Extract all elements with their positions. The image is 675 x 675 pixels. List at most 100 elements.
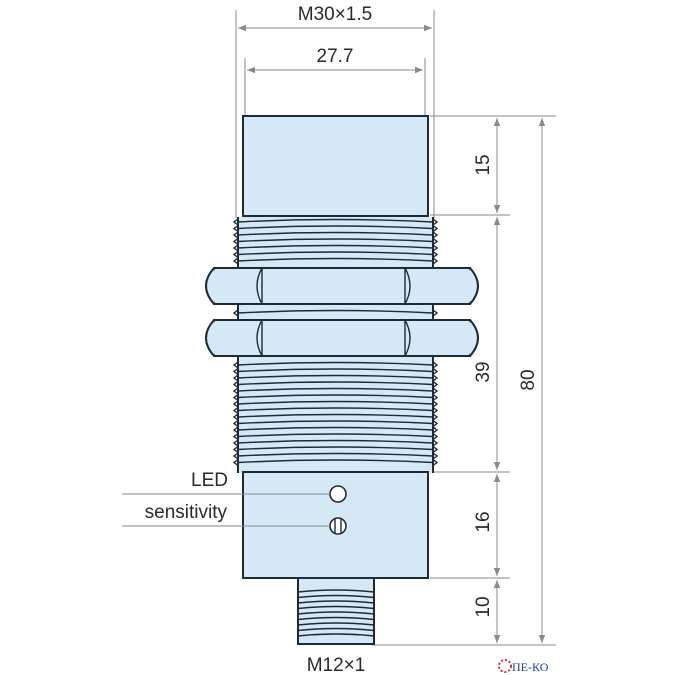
sensitivity-potentiometer: [329, 517, 347, 535]
thread-ridge: [237, 394, 434, 399]
callouts: LED sensitivity M12×1: [122, 470, 365, 675]
thread-lines: [232, 218, 439, 467]
connector-thread-ridge: [297, 611, 375, 615]
thread-tooth: [232, 257, 239, 265]
connector-thread-ridge: [297, 622, 375, 626]
thread-tooth: [232, 439, 239, 447]
thread-ridge: [237, 238, 434, 243]
thread-tooth: [232, 218, 239, 226]
thread-ridge: [237, 257, 434, 262]
thread-ridge: [237, 433, 434, 438]
thread-tooth: [232, 458, 239, 467]
thread-tooth: [432, 224, 439, 233]
thread-tooth: [432, 250, 439, 259]
led-label: LED: [191, 470, 228, 491]
head-length-label: 15: [473, 154, 494, 175]
thread-ridge: [237, 368, 434, 373]
thread-tooth: [232, 374, 239, 382]
thread-tooth: [432, 244, 439, 252]
thread-tooth: [432, 361, 439, 369]
logo-text: ПЕ-КО: [512, 660, 549, 674]
thread-tooth: [232, 393, 239, 402]
thread-ridge: [237, 374, 434, 379]
thread-ridge: [237, 400, 434, 405]
rear-length-label: 16: [473, 511, 494, 532]
connector-thread-ridge: [297, 589, 375, 593]
thread-tooth: [232, 445, 239, 454]
connector-thread-ridge: [297, 594, 375, 599]
connector-thread-ridge: [297, 605, 375, 610]
thread-ridge: [237, 426, 434, 431]
thread-tooth: [232, 361, 239, 369]
thread-ridge: [237, 446, 434, 451]
thread-ridge: [237, 218, 434, 223]
thread-ridge: [237, 452, 434, 457]
body-width-label: 27.7: [317, 46, 354, 67]
thread-tooth: [232, 309, 239, 317]
total-length-label: 80: [518, 369, 539, 390]
thread-ridge: [237, 225, 434, 230]
thread-tooth: [232, 426, 239, 434]
thread-tooth: [432, 439, 439, 447]
thread-ridge: [237, 420, 434, 425]
brand-logo: ПЕ-КО: [498, 659, 549, 674]
thread-ridge: [237, 413, 434, 418]
thread-tooth: [232, 231, 239, 239]
connector-thread-ridge: [297, 627, 375, 632]
m12-connector: [297, 577, 375, 645]
thread-tooth: [432, 393, 439, 402]
lock-nut-lower: [205, 319, 479, 357]
thread-tooth: [232, 380, 239, 389]
thread-tooth: [232, 224, 239, 233]
connector-length-label: 10: [473, 596, 494, 617]
gear-icon: [498, 659, 512, 673]
thread-tooth: [432, 257, 439, 265]
connector-thread-ridge: [297, 600, 375, 604]
thread-tooth: [432, 419, 439, 428]
thread-ridge: [237, 231, 434, 236]
thread-ridge: [237, 309, 434, 314]
thread-tooth: [232, 400, 239, 408]
thread-tooth: [432, 309, 439, 317]
thread-tooth: [432, 432, 439, 441]
thread-tooth: [432, 367, 439, 376]
thread-tooth: [432, 452, 439, 460]
connector-thread-label: M12×1: [307, 655, 366, 675]
thread-tooth: [232, 419, 239, 428]
thread-tooth: [432, 413, 439, 421]
thread-tooth: [432, 380, 439, 389]
thread-ridge: [237, 361, 434, 366]
right-dimensions: 15 39 16 10 80: [372, 115, 556, 646]
thread-tooth: [232, 413, 239, 421]
thread-tooth: [432, 406, 439, 415]
thread-tooth: [232, 452, 239, 460]
thread-tooth: [432, 426, 439, 434]
connector-thread-ridge: [297, 633, 375, 637]
thread-tooth: [232, 250, 239, 259]
thread-tooth: [432, 458, 439, 467]
thread-ridge: [237, 244, 434, 249]
led-indicator: [329, 485, 347, 503]
thread-tooth: [432, 231, 439, 239]
thread-tooth: [232, 367, 239, 376]
lock-nut-upper: [205, 267, 479, 305]
thread-length-label: 39: [473, 361, 494, 382]
thread-tooth: [232, 244, 239, 252]
sensing-head: [242, 115, 429, 217]
thread-tooth: [432, 374, 439, 382]
connector-thread-lines: [297, 589, 375, 637]
thread-ridge: [237, 251, 434, 256]
thread-tooth: [232, 406, 239, 415]
thread-ridge: [237, 407, 434, 412]
thread-tooth: [232, 237, 239, 246]
sensor-body: [205, 115, 479, 645]
thread-tooth: [432, 218, 439, 226]
sensitivity-label: sensitivity: [145, 502, 228, 523]
thread-tooth: [232, 432, 239, 441]
thread-ridge: [237, 459, 434, 464]
top-dimensions: M30×1.5 27.7: [235, 4, 435, 218]
thread-ridge: [237, 439, 434, 444]
thread-tooth: [432, 400, 439, 408]
thread-tooth: [232, 387, 239, 395]
